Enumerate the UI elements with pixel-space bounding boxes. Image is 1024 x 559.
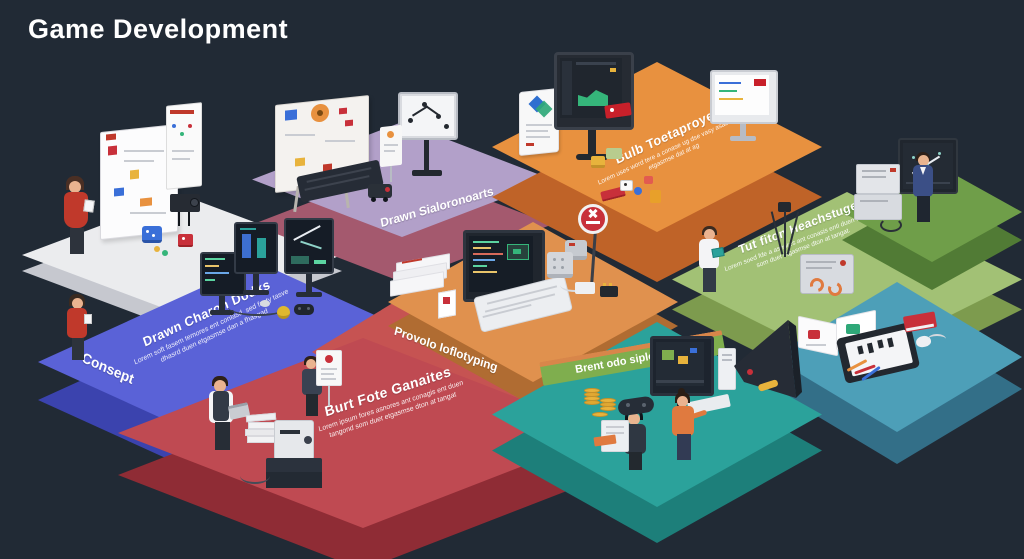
person-marketer — [668, 388, 708, 468]
arcade-kiosk — [240, 420, 326, 490]
reference-monitor — [710, 70, 782, 144]
whiteboard-small — [166, 102, 202, 190]
person-concept-artist — [64, 294, 98, 366]
person-researcher — [60, 176, 96, 268]
person-developer — [205, 376, 251, 458]
coin-stacks — [584, 388, 620, 428]
logo-card — [519, 87, 561, 157]
robot-toy — [368, 184, 394, 204]
warning-sign — [576, 204, 612, 290]
test-machine — [800, 254, 864, 306]
game-pieces — [588, 146, 668, 208]
mouse — [260, 300, 270, 307]
game-controller — [294, 304, 314, 316]
graph-monitor — [284, 218, 338, 302]
person-qa-reader — [696, 226, 730, 306]
game-controller-table — [617, 395, 658, 418]
whiteboard — [100, 123, 178, 241]
storyboard-panel — [275, 95, 371, 220]
document-sign — [316, 350, 344, 408]
node-graph-monitor — [398, 92, 462, 182]
camera-projector — [170, 194, 204, 228]
person-analyst — [910, 152, 940, 236]
page-title: Game Development — [28, 14, 289, 44]
red-book — [902, 311, 940, 334]
pencils — [846, 359, 886, 384]
ball-toy — [277, 306, 290, 319]
camera-tripod — [768, 202, 804, 260]
server-boxes — [854, 164, 910, 238]
orange-book — [593, 434, 618, 448]
red-tag — [604, 102, 633, 120]
megaphone-icon — [730, 318, 806, 410]
cable — [228, 298, 288, 318]
code-monitor — [200, 252, 250, 322]
pc-tower — [718, 348, 738, 392]
sign-card — [380, 124, 404, 186]
circuit-gadgets — [545, 238, 625, 300]
sign-paper — [438, 289, 458, 321]
code-monitor — [234, 222, 282, 302]
dice-cluster — [142, 224, 202, 258]
mouse-handoff — [915, 334, 950, 352]
